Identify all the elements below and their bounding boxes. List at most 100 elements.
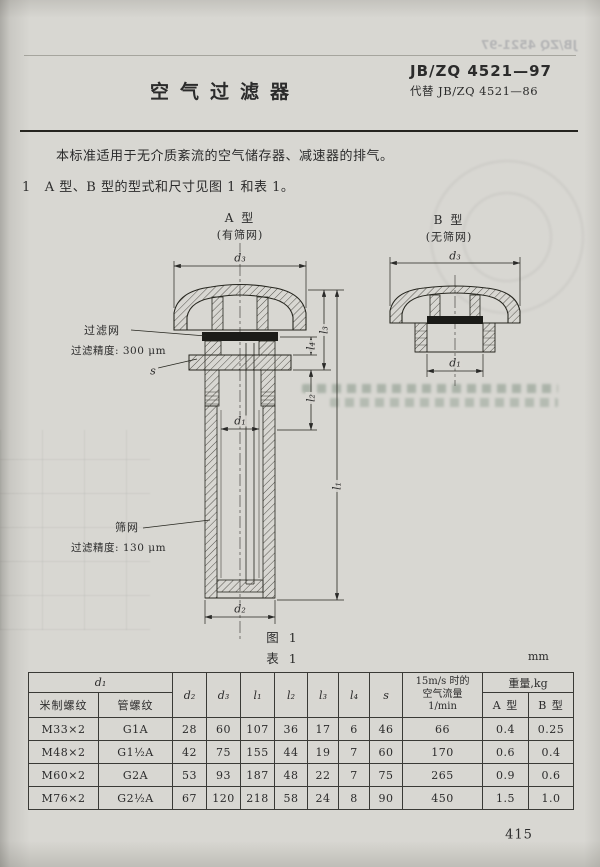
col-header-weight: 重量,kg (482, 672, 575, 693)
bleedthrough-artifact (302, 384, 558, 393)
a-bottom-plug (216, 579, 264, 593)
table-cell: M33×2 (28, 717, 99, 741)
airflow-header-line1: 15m/s 时的 (415, 676, 470, 688)
annotation-sieve-mesh: 筛网 (115, 521, 139, 534)
table-cell: 75 (369, 763, 404, 787)
dim-label-d1-a: d₁ (232, 414, 248, 428)
a-thread-lines (205, 391, 275, 405)
col-header-l3: l₃ (307, 672, 340, 718)
a-dimensions (173, 261, 344, 624)
col-header-l2: l₂ (274, 672, 309, 718)
a-type-subtitle: (有筛网) (216, 228, 264, 242)
a-cap-rib (256, 296, 269, 331)
table-cell: 46 (369, 717, 404, 741)
s-leader (157, 358, 198, 369)
sieve-mesh-leader (142, 519, 211, 529)
table-cell: 42 (172, 740, 208, 764)
col-header-type-a: A 型 (482, 692, 530, 718)
table-cell: 66 (402, 717, 484, 741)
table-cell: 265 (402, 763, 484, 787)
bleedthrough-text: JB/ZQ 4521-97 (480, 38, 577, 52)
a-sieve-tube-wall (262, 405, 276, 599)
airflow-header-line2: 空气流量 (422, 688, 463, 700)
table-cell: M48×2 (28, 740, 99, 764)
dim-label-d1-b: d₁ (447, 356, 463, 370)
bleedthrough-artifact (330, 398, 558, 407)
b-type-title: B 型 (433, 213, 465, 227)
table-cell: 22 (307, 763, 340, 787)
b-thread-lines (415, 330, 495, 346)
table-cell: G1½A (97, 740, 174, 764)
annotation-filter-precision: 过滤精度: 300 μm (71, 345, 167, 357)
scope-paragraph: 本标准适用于无介质紊流的空气储存器、减速器的排气。 (56, 149, 394, 164)
table-cell: 155 (240, 740, 276, 764)
col-header-l1: l₁ (240, 672, 276, 718)
table-cell: 90 (369, 786, 404, 810)
table-cell: 0.6 (482, 740, 530, 764)
a-cap-rib (211, 296, 224, 331)
b-filter-band (427, 316, 483, 324)
col-header-l4: l₄ (338, 672, 371, 718)
table-cell: 60 (206, 717, 242, 741)
dim-label-d3-b: d₃ (447, 249, 463, 263)
col-header-pipe-thread: 管螺纹 (97, 692, 174, 718)
table-cell: 0.4 (482, 717, 530, 741)
dim-label-l3: l₃ (317, 324, 331, 336)
a-inner-pipe (245, 343, 255, 585)
table-cell: 1.5 (482, 786, 530, 810)
annotation-filter-mesh: 过滤网 (84, 324, 120, 337)
table-unit: mm (528, 650, 549, 663)
table-cell: 7 (338, 740, 371, 764)
table-cell: 7 (338, 763, 371, 787)
table-cell: 48 (274, 763, 309, 787)
table-cell: 0.25 (528, 717, 575, 741)
standard-number-block: JB/ZQ 4521—97 代替 JB/ZQ 4521—86 (410, 62, 552, 99)
table-caption: 表 1 (266, 650, 300, 666)
table-cell: 93 (206, 763, 242, 787)
table-cell: 107 (240, 717, 276, 741)
dim-label-s: s (148, 364, 158, 378)
a-type-title: A 型 (224, 211, 256, 225)
table-cell: G1A (97, 717, 174, 741)
col-header-d3: d₃ (206, 672, 242, 718)
standard-number: JB/ZQ 4521—97 (410, 62, 552, 80)
a-type-drawing (130, 243, 344, 641)
table-cell: 0.6 (528, 763, 575, 787)
table-cell: 218 (240, 786, 276, 810)
b-cap-rib (429, 294, 441, 324)
table-cell: 36 (274, 717, 309, 741)
a-filter-band (202, 332, 278, 341)
table-cell: 6 (338, 717, 371, 741)
table-cell: 187 (240, 763, 276, 787)
dim-label-l2: l₂ (304, 392, 318, 404)
table-cell: 44 (274, 740, 309, 764)
table-cell: 17 (307, 717, 340, 741)
table-cell: G2½A (97, 786, 174, 810)
table-cell: M60×2 (28, 763, 99, 787)
col-header-metric-thread: 米制螺纹 (28, 692, 99, 718)
table-cell: 120 (206, 786, 242, 810)
table-cell: 75 (206, 740, 242, 764)
table-cell: 28 (172, 717, 208, 741)
b-type-subtitle: (无筛网) (425, 230, 473, 244)
b-socket-wall (482, 322, 496, 353)
table-cell: 1.0 (528, 786, 575, 810)
dim-label-d3-a: d₃ (232, 251, 248, 265)
superseded-standard: 代替 JB/ZQ 4521—86 (410, 84, 539, 98)
table-cell: 67 (172, 786, 208, 810)
col-header-s: s (369, 672, 404, 718)
section-number: 1 (22, 180, 31, 195)
b-cap-rib (469, 294, 481, 324)
col-header-d1: d₁ (27, 672, 174, 693)
table-cell: 0.4 (528, 740, 575, 764)
bleedthrough-line (24, 55, 576, 56)
dim-label-d2-a: d₂ (232, 602, 248, 616)
table-cell: 53 (172, 763, 208, 787)
table-cell: 24 (307, 786, 340, 810)
annotation-sieve-precision: 过滤精度: 130 μm (71, 542, 167, 554)
